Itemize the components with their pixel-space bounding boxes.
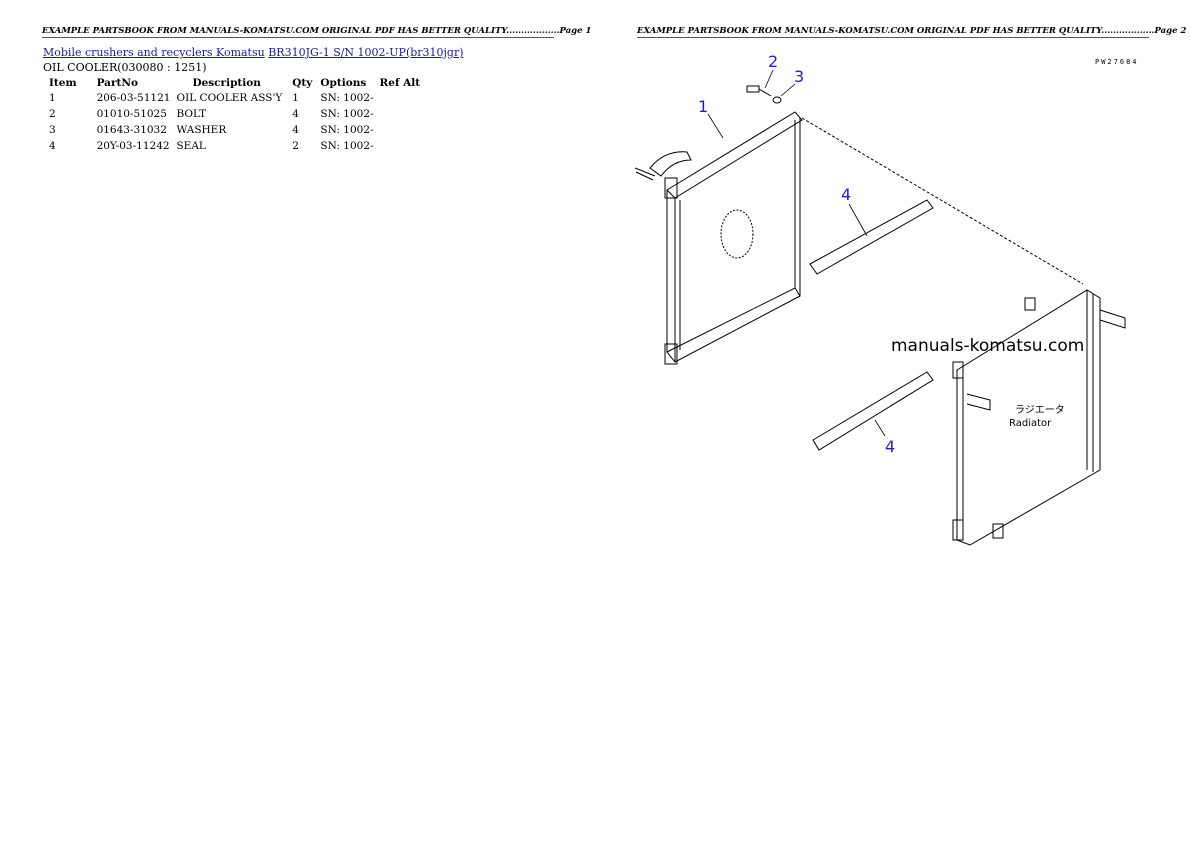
header-rule — [637, 37, 1149, 38]
cell-options: SN: 1002- — [320, 124, 374, 136]
cell-partno: 20Y-03-11242 — [96, 140, 170, 152]
cell-options: SN: 1002- — [320, 108, 374, 120]
breadcrumb: Mobile crushers and recyclers Komatsu BR… — [43, 46, 464, 59]
cell-qty: 4 — [292, 108, 299, 120]
cell-description: SEAL — [176, 140, 206, 152]
callout-3: 3 — [794, 67, 804, 86]
header-rule — [42, 37, 554, 38]
figure-code: PW27684 — [1095, 58, 1139, 66]
cell-item: 3 — [49, 124, 56, 136]
col-item: Item — [49, 77, 77, 89]
callout-2: 2 — [768, 52, 778, 71]
cell-partno: 206-03-51121 — [96, 92, 171, 104]
section-title: OIL COOLER(030080 : 1251) — [43, 61, 207, 74]
breadcrumb-link-model[interactable]: BR310JG-1 S/N 1002-UP(br310jgr) — [268, 46, 464, 59]
radiator-label-jp: ラジエータ — [1015, 404, 1065, 416]
exploded-parts-diagram: 1 2 3 4 4 ラジエータ Radiator — [634, 52, 1126, 546]
seal-drawing-lower — [812, 371, 934, 451]
radiator-label-en: Radiator — [1009, 418, 1052, 429]
col-ref-alt: Ref Alt — [379, 77, 421, 89]
cell-item: 4 — [49, 140, 56, 152]
cell-item: 1 — [49, 92, 56, 104]
cell-ref-alt — [378, 91, 427, 107]
cell-description: BOLT — [176, 108, 207, 120]
col-qty: Qty — [292, 77, 313, 89]
table-header-row: Item PartNo Description Qty Options Ref … — [43, 76, 426, 91]
callout-4-upper: 4 — [841, 185, 851, 204]
cell-ref-alt — [378, 139, 427, 155]
col-description: Description — [192, 77, 261, 89]
page-header: EXAMPLE PARTSBOOK FROM MANUALS-KOMATSU.C… — [637, 26, 1187, 36]
table-row: 4 20Y-03-11242 SEAL 2 SN: 1002- — [43, 139, 426, 155]
cell-item: 2 — [49, 108, 56, 120]
cell-partno: 01010-51025 — [96, 108, 167, 120]
callout-1: 1 — [698, 97, 708, 116]
page-1: EXAMPLE PARTSBOOK FROM MANUALS-KOMATSU.C… — [42, 26, 592, 155]
parts-table: Item PartNo Description Qty Options Ref … — [43, 76, 426, 155]
page-header: EXAMPLE PARTSBOOK FROM MANUALS-KOMATSU.C… — [42, 26, 592, 36]
col-partno: PartNo — [96, 77, 138, 89]
callout-4-lower: 4 — [885, 437, 895, 456]
cell-ref-alt — [378, 107, 427, 123]
watermark: manuals-komatsu.com — [891, 336, 1085, 356]
cell-qty: 4 — [292, 124, 299, 136]
col-options: Options — [320, 77, 367, 89]
cell-qty: 2 — [292, 140, 299, 152]
cell-partno: 01643-31032 — [96, 124, 167, 136]
cell-options: SN: 1002- — [320, 92, 374, 104]
page-2: EXAMPLE PARTSBOOK FROM MANUALS-KOMATSU.C… — [595, 0, 1190, 842]
seal-drawing-upper — [809, 199, 934, 275]
table-row: 3 01643-31032 WASHER 4 SN: 1002- — [43, 123, 426, 139]
oil-cooler-drawing — [634, 85, 1084, 365]
table-row: 2 01010-51025 BOLT 4 SN: 1002- — [43, 107, 426, 123]
cell-options: SN: 1002- — [320, 140, 374, 152]
cell-qty: 1 — [292, 92, 299, 104]
cell-description: WASHER — [176, 124, 227, 136]
table-row: 1 206-03-51121 OIL COOLER ASS'Y 1 SN: 10… — [43, 91, 426, 107]
breadcrumb-link-catalog[interactable]: Mobile crushers and recyclers Komatsu — [43, 46, 265, 59]
cell-description: OIL COOLER ASS'Y — [176, 92, 283, 104]
radiator-drawing — [952, 289, 1126, 546]
cell-ref-alt — [378, 123, 427, 139]
